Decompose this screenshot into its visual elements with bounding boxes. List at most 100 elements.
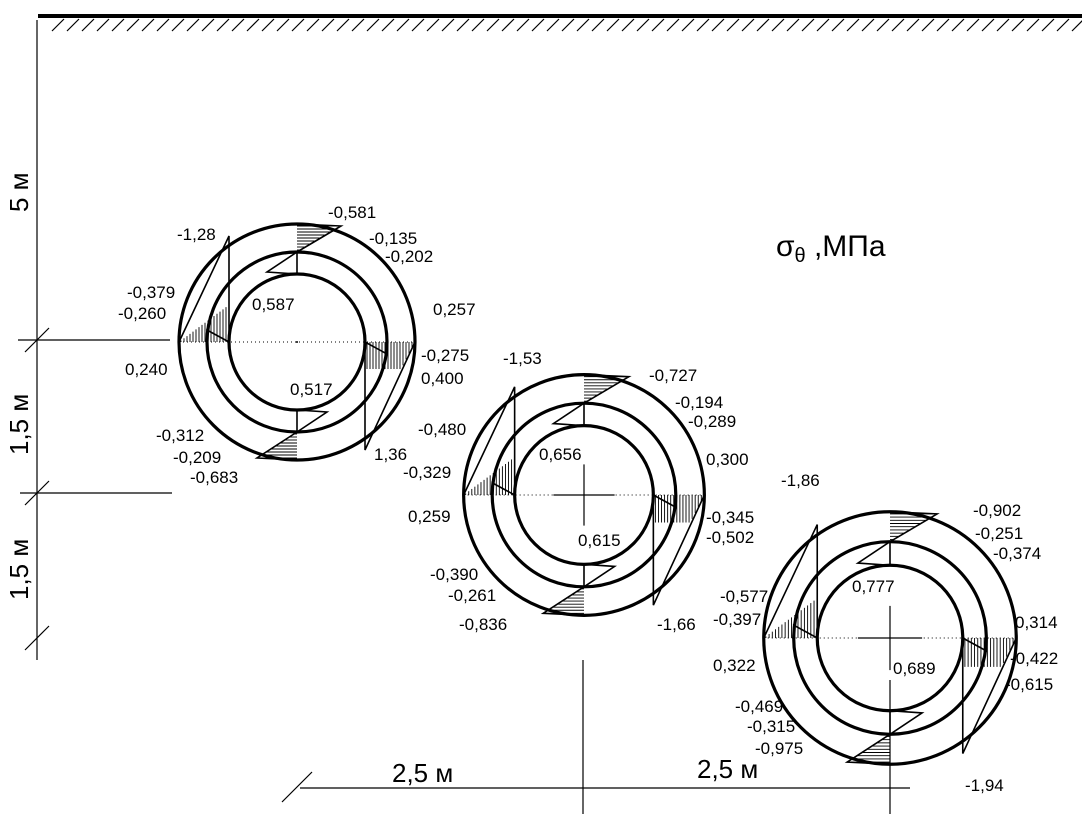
- t1-label-top: -0,581: [328, 203, 376, 222]
- t1-label-right-bottom: 1,36: [374, 445, 407, 464]
- ground-hatch-line: [111, 18, 125, 32]
- t2-label-bottom-c: -0,836: [459, 615, 507, 634]
- ground-hatch-line: [816, 18, 830, 32]
- ground-hatch-line: [1041, 18, 1055, 32]
- dim-slash-2: [24, 480, 50, 506]
- dim-slash-1: [24, 327, 50, 353]
- t3-label-right-a: 0,314: [1015, 613, 1058, 632]
- ground-hatch-line: [321, 18, 335, 32]
- ground-hatch-line: [621, 18, 635, 32]
- ground-hatch-line: [516, 18, 530, 32]
- ground-hatch-line: [261, 18, 275, 32]
- t1-label-left-top: -1,28: [177, 225, 216, 244]
- ground-hatch-line: [741, 18, 755, 32]
- t1-right-diagram: [364, 340, 416, 451]
- ground-hatching: [51, 18, 1082, 32]
- ground-hatch-line: [141, 18, 155, 32]
- ground-hatch-line: [606, 18, 620, 32]
- ground-hatch-line: [561, 18, 575, 32]
- t1-label-right-b: -0,275: [421, 346, 469, 365]
- ground-hatch-line: [336, 18, 350, 32]
- t1-label-bottom-c: -0,683: [190, 468, 238, 487]
- t2-label-left-a: -0,480: [418, 420, 466, 439]
- ground-hatch-line: [396, 18, 410, 32]
- tunnel-3: -0,902 -0,251 -0,374 -1,86 -0,577 -0,397…: [713, 471, 1058, 795]
- ground-hatch-line: [381, 18, 395, 32]
- ground-hatch-line: [966, 18, 980, 32]
- t3-label-inner-bottom: 0,689: [893, 659, 936, 678]
- t3-right-diagram: [961, 636, 1017, 754]
- ground-hatch-line: [666, 18, 680, 32]
- t1-label-right-c: 0,400: [421, 369, 464, 388]
- ground-hatch-line: [546, 18, 560, 32]
- ground-hatch-line: [501, 18, 515, 32]
- t2-label-left-c: 0,259: [408, 507, 451, 526]
- t1-label-bottom-b: -0,209: [173, 448, 221, 467]
- ground-hatch-line: [1056, 18, 1070, 32]
- ground-hatch-line: [486, 18, 500, 32]
- bottom-dimension: 2,5 м 2,5 м: [281, 660, 910, 814]
- tunnel-1: -0,581 -0,135 -0,202 -1,28 -0,379 -0,260…: [118, 203, 476, 487]
- ground-hatch-line: [696, 18, 710, 32]
- ground-hatch-line: [156, 18, 170, 32]
- t2-label-top: -0,727: [649, 366, 697, 385]
- t3-left-diagram: [763, 524, 819, 640]
- t3-label-right-bottom: -1,94: [965, 776, 1004, 795]
- t3-label-right-c: -0,615: [1005, 675, 1053, 694]
- t2-label-right-c: -0,502: [706, 528, 754, 547]
- t3-label-top-r2: -0,374: [993, 544, 1041, 563]
- ground-hatch-line: [411, 18, 425, 32]
- t3-label-inner-top: 0,777: [852, 577, 895, 596]
- ground-hatch-line: [171, 18, 185, 32]
- ground-hatch-line: [756, 18, 770, 32]
- ground-hatch-line: [786, 18, 800, 32]
- tunnel-1-geometry: [177, 222, 417, 462]
- ground-hatch-line: [351, 18, 365, 32]
- t1-label-inner-top: 0,587: [252, 295, 295, 314]
- tunnel-3-geometry: [762, 510, 1018, 766]
- t3-label-top-r1: -0,251: [975, 524, 1023, 543]
- t2-left-diagram: [462, 386, 516, 497]
- t3-label-bottom-c: -0,975: [755, 739, 803, 758]
- ground-hatch-line: [306, 18, 320, 32]
- ground-hatch-line: [531, 18, 545, 32]
- ground-hatch-line: [996, 18, 1010, 32]
- ground-hatch-line: [426, 18, 440, 32]
- ground-hatch-line: [66, 18, 80, 32]
- t3-label-top: -0,902: [973, 501, 1021, 520]
- ground-hatch-line: [126, 18, 140, 32]
- dim-label-2-5m-right: 2,5 м: [697, 754, 758, 784]
- t1-label-right-a: 0,257: [433, 300, 476, 319]
- t2-bottom-diagram: [540, 563, 618, 617]
- ground-hatch-line: [276, 18, 290, 32]
- ground-hatch-line: [291, 18, 305, 32]
- ground-hatch-line: [1071, 20, 1082, 32]
- ground-hatch-line: [231, 18, 245, 32]
- diagram-title: σθ ,МПа: [776, 230, 886, 267]
- ground-hatch-line: [846, 18, 860, 32]
- t2-label-bottom-b: -0,261: [448, 586, 496, 605]
- t2-right-diagram: [652, 493, 706, 606]
- tunnel-2-geometry: [462, 373, 706, 617]
- ground-hatch-line: [726, 18, 740, 32]
- t1-label-left-a: -0,379: [127, 283, 175, 302]
- t1-left-diagram: [178, 235, 230, 344]
- t1-centre-dot: [296, 341, 298, 343]
- ground-hatch-line: [186, 18, 200, 32]
- t2-label-right-a: 0,300: [706, 450, 749, 469]
- t1-bottom-diagram: [254, 409, 330, 461]
- dim-label-1-5m-upper: 1,5 м: [4, 394, 34, 455]
- ground-hatch-line: [576, 18, 590, 32]
- ground-hatch-line: [201, 18, 215, 32]
- ground-hatch-line: [1011, 18, 1025, 32]
- ground-hatch-line: [1026, 18, 1040, 32]
- t2-label-right-bottom: -1,66: [657, 615, 696, 634]
- ground-hatch-line: [51, 18, 65, 32]
- ground-hatch-line: [456, 18, 470, 32]
- ground-hatch-line: [861, 18, 875, 32]
- t3-label-left-a: -0,577: [720, 587, 768, 606]
- t3-label-left-top: -1,86: [781, 471, 820, 490]
- ground-hatch-line: [936, 18, 950, 32]
- left-dimension: 5 м 1,5 м 1,5 м: [4, 20, 172, 660]
